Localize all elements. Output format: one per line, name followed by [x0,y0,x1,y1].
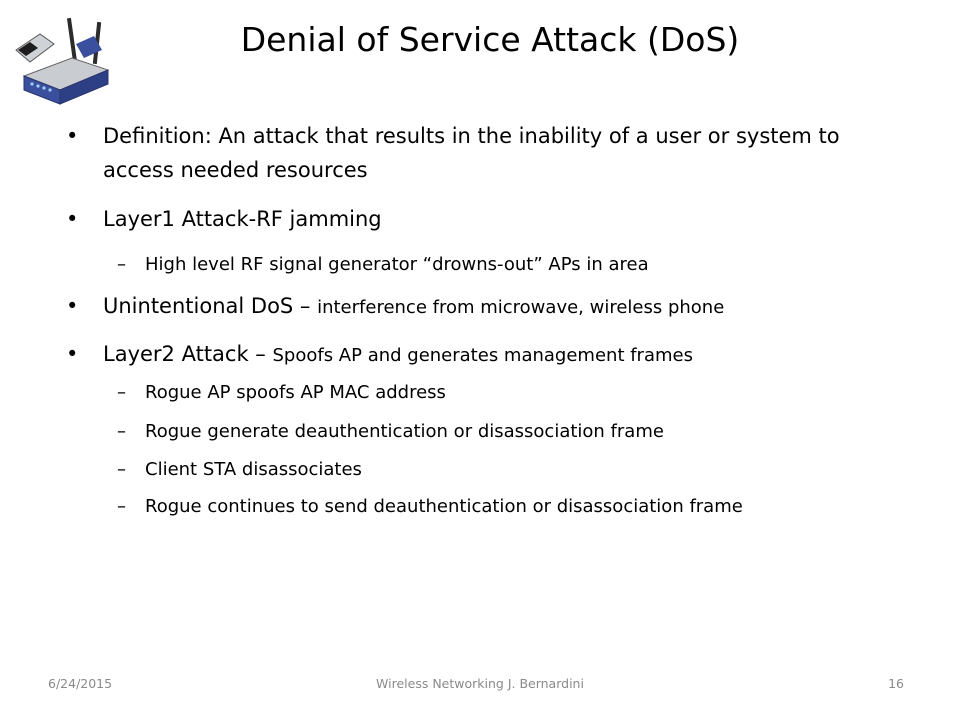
sub-bullet-text: Rogue AP spoofs AP MAC address [145,382,446,403]
sub-bullet: – Rogue AP spoofs AP MAC address [117,378,905,408]
bullet-detail: interference from microwave, wireless ph… [317,297,725,318]
bullet-dot: • [66,294,79,318]
wireless-router-icon [15,17,110,105]
dash-glyph: – [117,421,126,442]
bullet-dot: • [66,124,79,148]
slide-title: Denial of Service Attack (DoS) [240,20,740,59]
bullet-text: Definition: An attack that results in th… [103,124,840,182]
dash-glyph: – [117,459,126,480]
dash-glyph: – [117,382,126,403]
bullet-definition: • Definition: An attack that results in … [66,119,883,187]
bullet-text: Layer1 Attack-RF jamming [103,207,382,231]
sub-bullet: – Rogue continues to send deauthenticati… [117,492,905,522]
bullet-dot: • [66,342,79,366]
bullet-detail: Spoofs AP and generates management frame… [272,345,693,366]
sub-bullet: – Client STA disassociates [117,455,905,485]
sub-bullet-text: High level RF signal generator “drowns-o… [145,254,649,275]
bullet-layer1: • Layer1 Attack-RF jamming [66,202,883,236]
footer-date: 6/24/2015 [48,676,113,691]
sub-bullet-text: Rogue generate deauthentication or disas… [145,421,664,442]
bullet-lead: Unintentional DoS – [103,294,318,318]
bullet-lead: Layer2 Attack – [103,342,273,366]
sub-bullet-text: Rogue continues to send deauthentication… [145,496,743,517]
sub-bullet-text: Client STA disassociates [145,459,362,480]
bullet-dot: • [66,207,79,231]
bullet-layer2: • Layer2 Attack – Spoofs AP and generate… [66,337,883,373]
footer-page-number: 16 [888,676,904,691]
bullet-unintentional-dos: • Unintentional DoS – interference from … [66,289,883,325]
dash-glyph: – [117,496,126,517]
sub-bullet: – Rogue generate deauthentication or dis… [117,417,905,447]
sub-bullet: – High level RF signal generator “drowns… [117,250,905,280]
dash-glyph: – [117,254,126,275]
footer-course-author: Wireless Networking J. Bernardini [376,676,584,691]
